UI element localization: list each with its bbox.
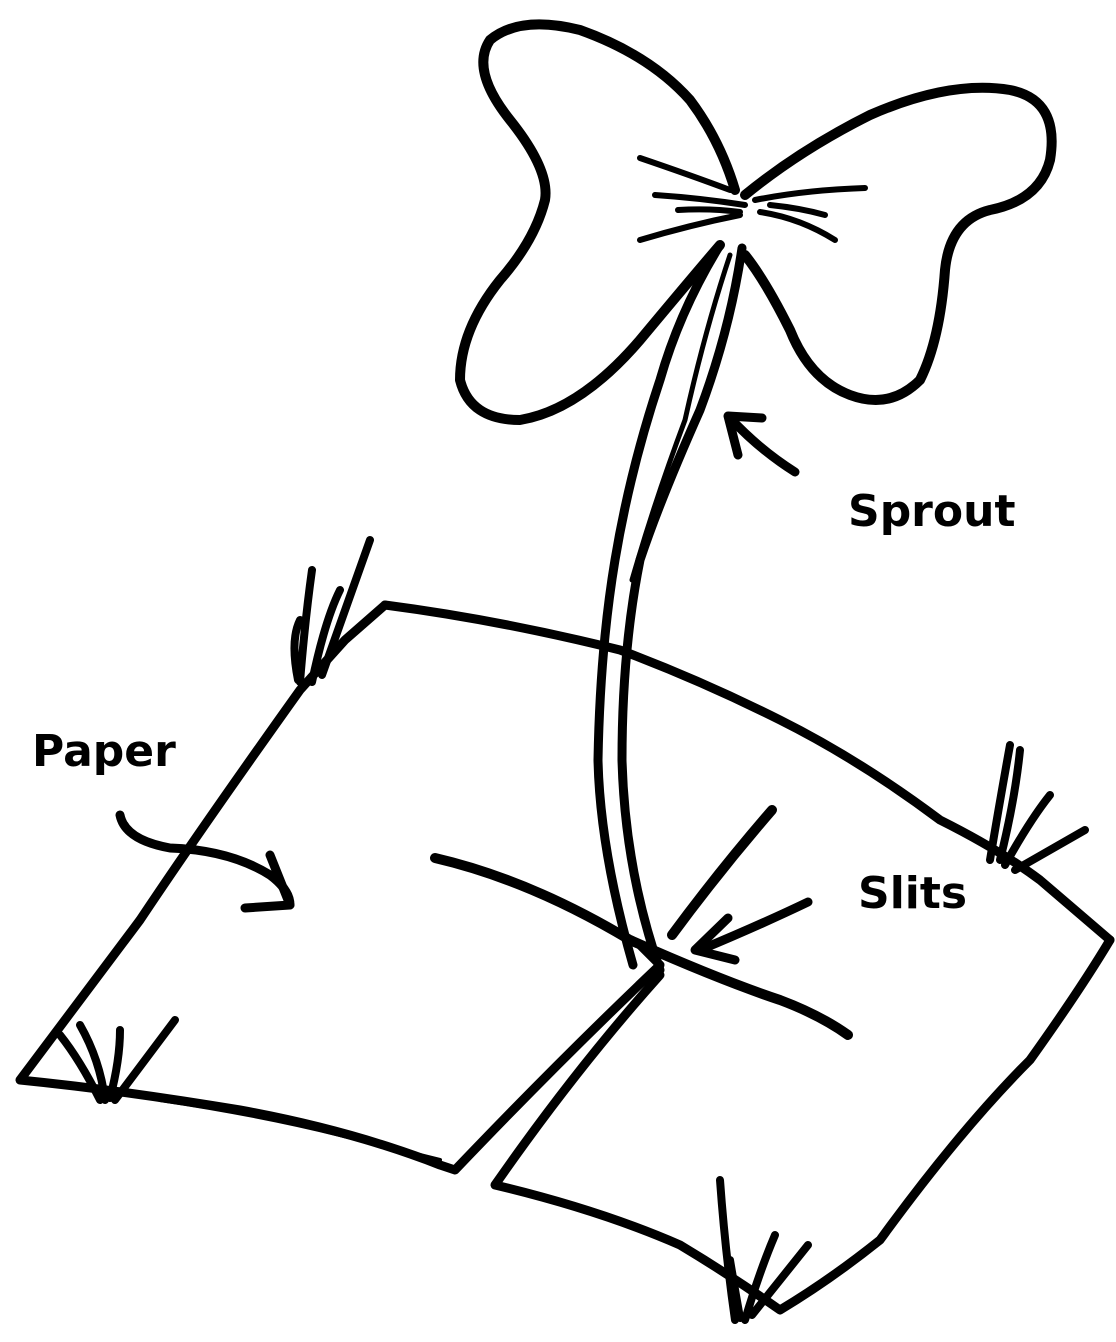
sprout-leaf-right [745,88,1052,400]
sprout-label: Sprout [848,490,1015,534]
slits-label: Slits [858,872,967,916]
slit-horizontal [435,858,848,1035]
slit-vertical [672,810,772,935]
paper-bottom-edge-inner [160,1100,440,1160]
leaf-junction-hatching [640,158,865,240]
sprout-leaf-left [460,24,735,420]
grass-tuft-right [990,745,1085,870]
paper-label: Paper [32,730,176,774]
